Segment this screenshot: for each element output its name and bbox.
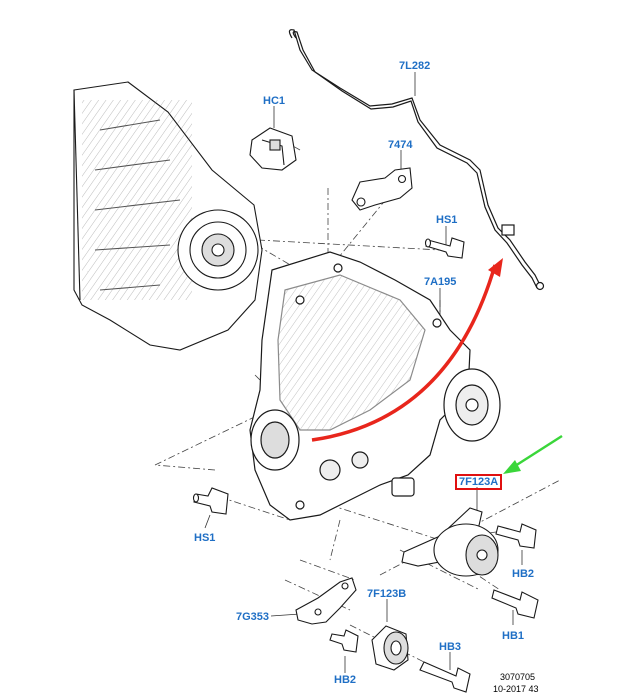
leader-lines xyxy=(204,72,523,673)
vent-tube-7l282 xyxy=(288,29,545,291)
callout-hc1: HC1 xyxy=(263,95,286,107)
callout-hb2-lower: HB2 xyxy=(334,674,357,686)
green-indicator-arrow xyxy=(503,434,563,474)
mount-7f123a xyxy=(401,507,499,577)
callout-hb1: HB1 xyxy=(502,630,525,642)
bracket-7474 xyxy=(351,167,413,211)
bolt-hs1-lower xyxy=(192,487,229,515)
bracket-7g353 xyxy=(295,577,357,625)
callout-7l282: 7L282 xyxy=(399,60,431,72)
bolt-hb2-right xyxy=(495,523,537,549)
callout-hb2-right: HB2 xyxy=(512,568,535,580)
callout-hb3: HB3 xyxy=(439,641,462,653)
callout-7f123b: 7F123B xyxy=(367,588,407,600)
date-code: 10-2017 43 xyxy=(493,684,539,694)
callout-7474: 7474 xyxy=(388,139,413,151)
callout-7a195: 7A195 xyxy=(424,276,457,288)
bolt-hb1 xyxy=(491,589,539,619)
callout-7g353: 7G353 xyxy=(236,611,270,623)
callout-hs1-upper: HS1 xyxy=(436,214,458,226)
red-direction-arrow xyxy=(311,258,503,442)
callout-hs1-lower: HS1 xyxy=(194,532,216,544)
transmission-housing xyxy=(73,81,263,351)
clip-hc1 xyxy=(249,127,297,171)
bolt-hs1-upper xyxy=(424,237,465,259)
bolt-hb2-lower xyxy=(329,629,359,653)
transfer-case xyxy=(249,251,501,521)
callout-7f123a: 7F123A xyxy=(455,474,503,490)
figure-number: 3070705 xyxy=(500,672,536,682)
insulator-7f123b xyxy=(371,625,409,671)
bolt-hb3 xyxy=(419,661,471,693)
